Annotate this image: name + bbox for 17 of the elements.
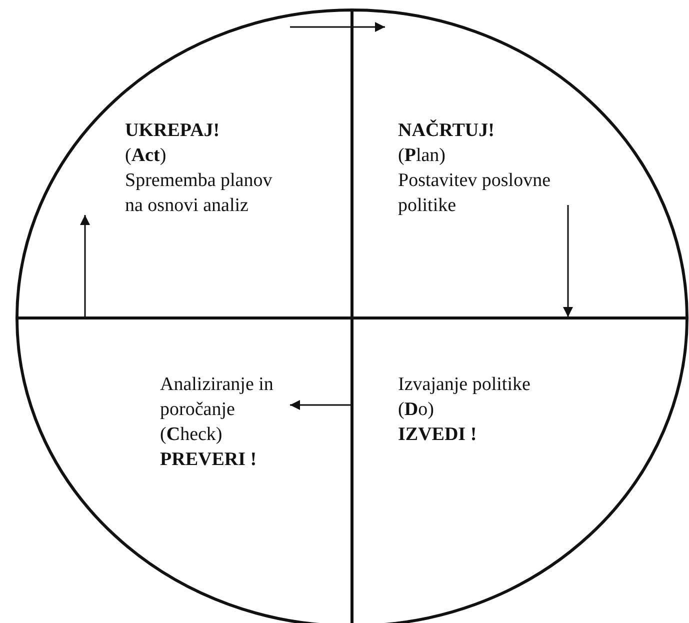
subheading-text: (Act) (125, 144, 168, 168)
heading-text: UKREPAJ! (125, 119, 221, 143)
heading-text: IZVEDI ! (398, 423, 478, 447)
arrow (563, 205, 573, 317)
arrow (290, 400, 352, 410)
arrow (80, 215, 90, 319)
description-text: Postavitev poslovne politike (398, 169, 552, 218)
description-text: Sprememba planov na osnovi analiz (125, 169, 274, 218)
subheading-text: (Check) (160, 423, 224, 447)
subheading-text: (Do) (398, 398, 435, 422)
heading-text: NAČRTUJ! (398, 118, 496, 143)
subheading-text: (Plan) (398, 144, 446, 168)
description-text: Izvajanje politike (398, 373, 532, 397)
arrow (290, 22, 385, 32)
quadrant (17, 10, 352, 318)
heading-text: PREVERI ! (160, 448, 258, 472)
quadrant (352, 10, 687, 318)
